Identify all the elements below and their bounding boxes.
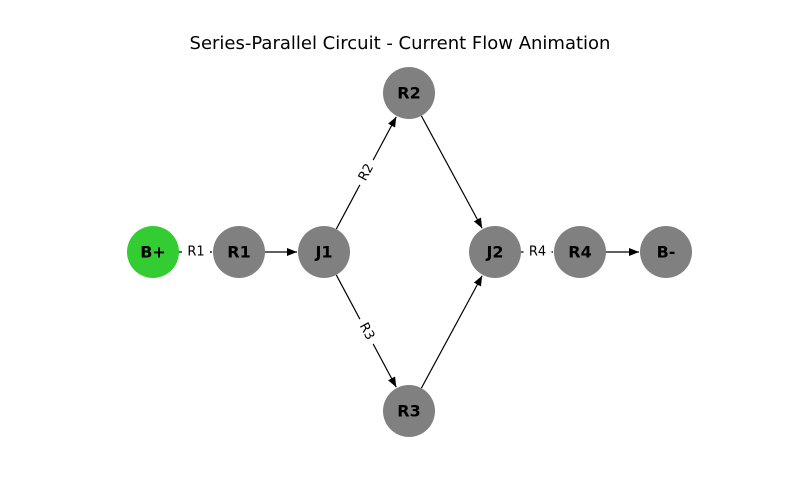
edge-label-background xyxy=(351,314,382,349)
node-label: R2 xyxy=(397,84,420,103)
node-label: J2 xyxy=(485,243,503,262)
node-label: R4 xyxy=(568,243,591,262)
node-label: J1 xyxy=(314,243,332,262)
node-circle xyxy=(127,226,179,278)
edge-label-group: R2 xyxy=(351,155,382,190)
edge-label-background xyxy=(182,243,210,261)
page-title: Series-Parallel Circuit - Current Flow A… xyxy=(189,33,611,54)
edge-label-background xyxy=(351,155,382,190)
node-j1: J1 xyxy=(298,226,350,278)
edge-label: R4 xyxy=(529,245,546,260)
node-label: R3 xyxy=(397,402,420,421)
node-circle xyxy=(554,226,606,278)
node-label: B- xyxy=(657,243,676,262)
node-circle xyxy=(640,226,692,278)
node-bminus: B- xyxy=(640,226,692,278)
node-circle xyxy=(383,385,435,437)
edge-label-background xyxy=(523,243,552,261)
node-circle xyxy=(469,226,521,278)
edge-r2-j2 xyxy=(420,115,483,229)
node-circle xyxy=(213,226,265,278)
node-label: R1 xyxy=(227,243,250,262)
node-r1: R1 xyxy=(213,226,265,278)
edge-r3-j2 xyxy=(420,275,483,389)
node-circle xyxy=(383,67,435,119)
node-r3: R3 xyxy=(383,385,435,437)
node-j2: J2 xyxy=(469,226,521,278)
node-circle xyxy=(298,226,350,278)
edge-label-group: R1 xyxy=(182,243,210,261)
edge-label: R1 xyxy=(187,245,204,260)
edge-label-group: R3 xyxy=(351,314,382,349)
node-label: B+ xyxy=(140,243,166,262)
edge-label: R2 xyxy=(356,161,377,183)
node-r4: R4 xyxy=(554,226,606,278)
node-r2: R2 xyxy=(383,67,435,119)
edge-label-group: R4 xyxy=(523,243,552,261)
edge-label: R3 xyxy=(356,320,377,342)
node-bplus: B+ xyxy=(127,226,179,278)
